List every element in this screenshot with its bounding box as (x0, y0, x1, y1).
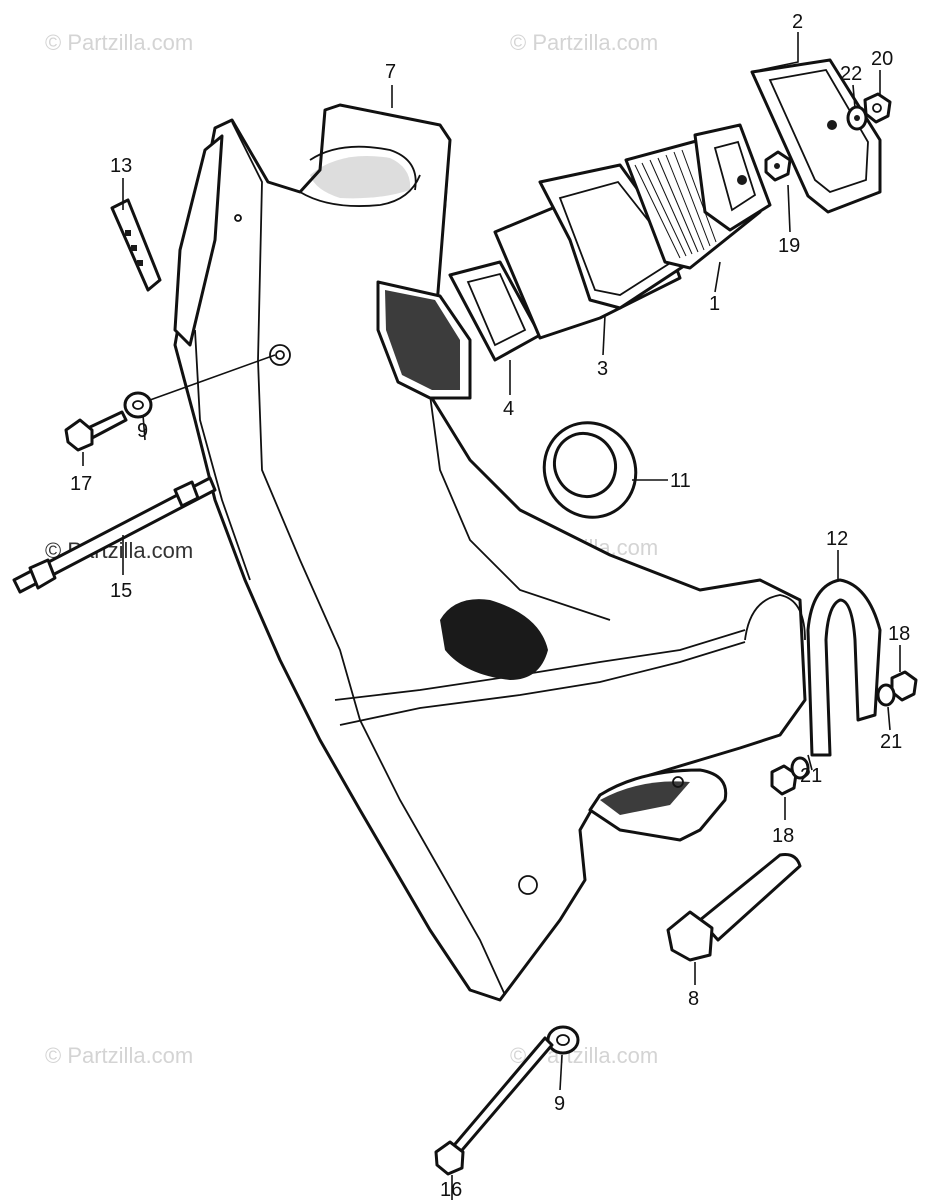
washer-21-right (876, 683, 896, 707)
callout-7: 7 (385, 61, 396, 83)
callout-20: 20 (871, 48, 893, 70)
nut-18-right (890, 670, 918, 702)
callout-19: 19 (778, 235, 800, 257)
callouts: 7 1 2 20 22 19 1 3 4 11 12 13 15 17 9 18… (70, 11, 910, 1200)
grommet-11 (542, 421, 638, 519)
air-duct-7 (324, 104, 472, 400)
air-filter-element-1 (624, 123, 772, 270)
leader-lines (82, 32, 901, 1200)
plate-13 (110, 198, 162, 292)
callout-21-right: 21 (880, 731, 902, 753)
washer-21-left (790, 756, 810, 780)
callout-18-left: 18 (772, 825, 794, 847)
bracket-12 (806, 578, 882, 757)
callout-8: 8 (688, 988, 699, 1010)
callout-17: 17 (70, 473, 92, 495)
callout-21-left: 21 (800, 765, 822, 787)
watermark-top-left: © Partzilla.com (45, 30, 193, 55)
callout-1: 1 (709, 293, 720, 315)
bolt-8 (666, 853, 802, 962)
stud-15 (12, 476, 217, 594)
callout-18-right: 18 (888, 623, 910, 645)
nut-18-left (770, 764, 798, 796)
callout-22: 22 (840, 63, 862, 85)
bolt-16 (434, 1036, 554, 1176)
callout-11: 11 (670, 470, 691, 492)
bolt-17 (64, 410, 128, 452)
air-cleaner-cover-2 (750, 58, 882, 214)
washer-22 (846, 105, 868, 131)
washer-9-lower (546, 1025, 580, 1055)
air-cleaner-case-3 (493, 163, 692, 340)
washer-9-upper (123, 391, 153, 419)
callout-9-lower: 9 (554, 1093, 565, 1115)
callout-3: 3 (597, 358, 608, 380)
callout-12: 12 (826, 528, 848, 550)
leg-shield-body (173, 103, 807, 1002)
callout-15: 15 (110, 580, 132, 602)
nut-19 (764, 150, 792, 182)
nut-20 (863, 92, 892, 124)
callout-13: 13 (110, 155, 132, 177)
callout-4: 4 (503, 398, 514, 420)
watermark-bottom-left: © Partzilla.com (45, 1043, 193, 1068)
watermark-top-right: © Partzilla.com (510, 30, 658, 55)
callout-16: 16 (440, 1179, 462, 1200)
callout-9-upper: 9 (137, 420, 148, 442)
callout-2-label: 2 (792, 11, 803, 33)
